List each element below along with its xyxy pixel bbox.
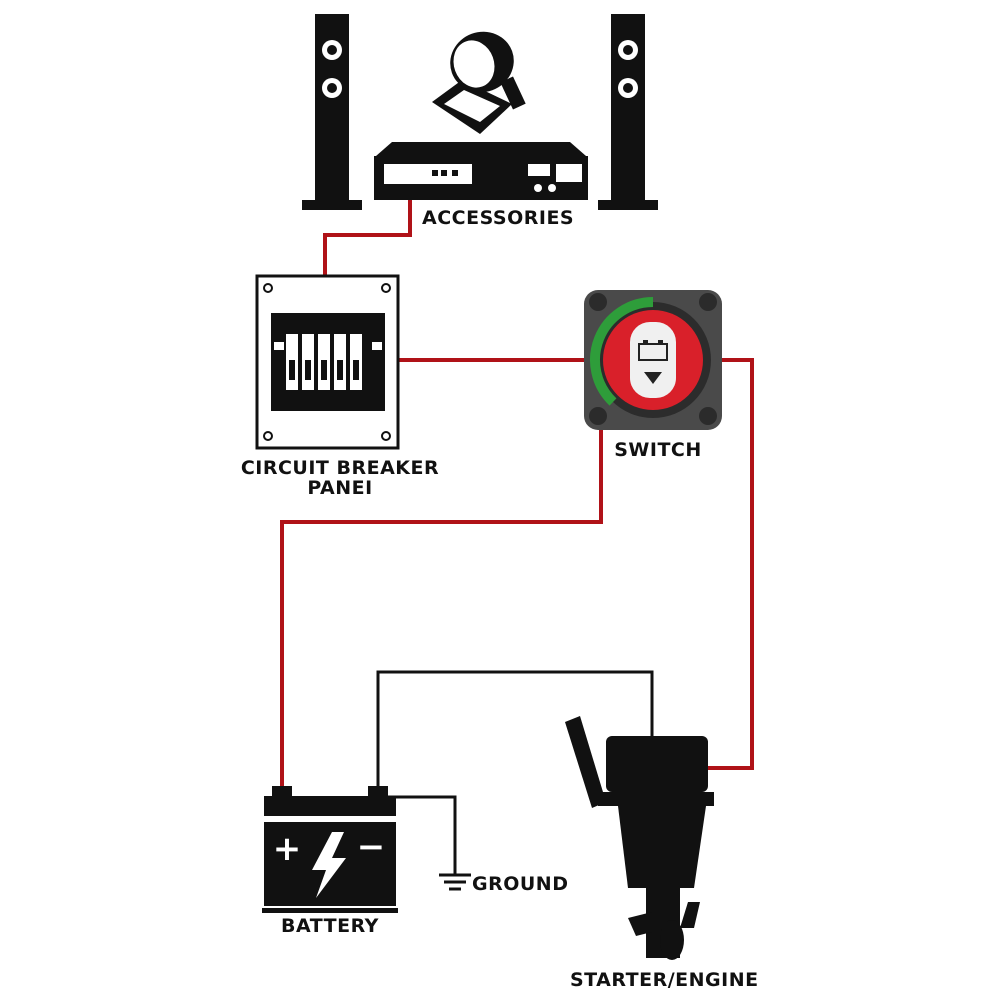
battery-negative-symbol: − xyxy=(357,827,386,867)
wire-battery-neg-to-engine xyxy=(376,670,654,790)
battery-positive-symbol: + xyxy=(273,829,302,869)
outboard-motor-icon xyxy=(565,716,714,960)
speaker-left-icon xyxy=(302,14,362,210)
switch-label: SWITCH xyxy=(614,439,702,461)
speaker-right-icon xyxy=(598,14,658,210)
ground-symbol-icon xyxy=(439,873,471,891)
circuit-breaker-label-line2: PANEI xyxy=(307,477,373,499)
ground-label: GROUND xyxy=(472,873,569,895)
battery-icon: + − xyxy=(262,786,398,913)
wire-accessories-to-breaker xyxy=(323,200,412,276)
wire-battery-to-ground xyxy=(378,795,457,874)
wire-switch-to-engine xyxy=(708,358,754,770)
positive-wires xyxy=(280,200,754,790)
starter-engine-label: STARTER/ENGINE xyxy=(570,969,759,991)
negative-wires xyxy=(376,670,654,874)
wire-switch-to-battery xyxy=(280,430,603,790)
spotlight-icon xyxy=(432,31,526,134)
circuit-breaker-panel-icon xyxy=(255,274,400,450)
stereo-receiver-icon xyxy=(374,142,588,200)
battery-label: BATTERY xyxy=(281,915,379,937)
accessories-label: ACCESSORIES xyxy=(422,207,575,229)
battery-switch-icon xyxy=(584,290,722,430)
circuit-breaker-label-line1: CIRCUIT BREAKER xyxy=(240,457,440,479)
